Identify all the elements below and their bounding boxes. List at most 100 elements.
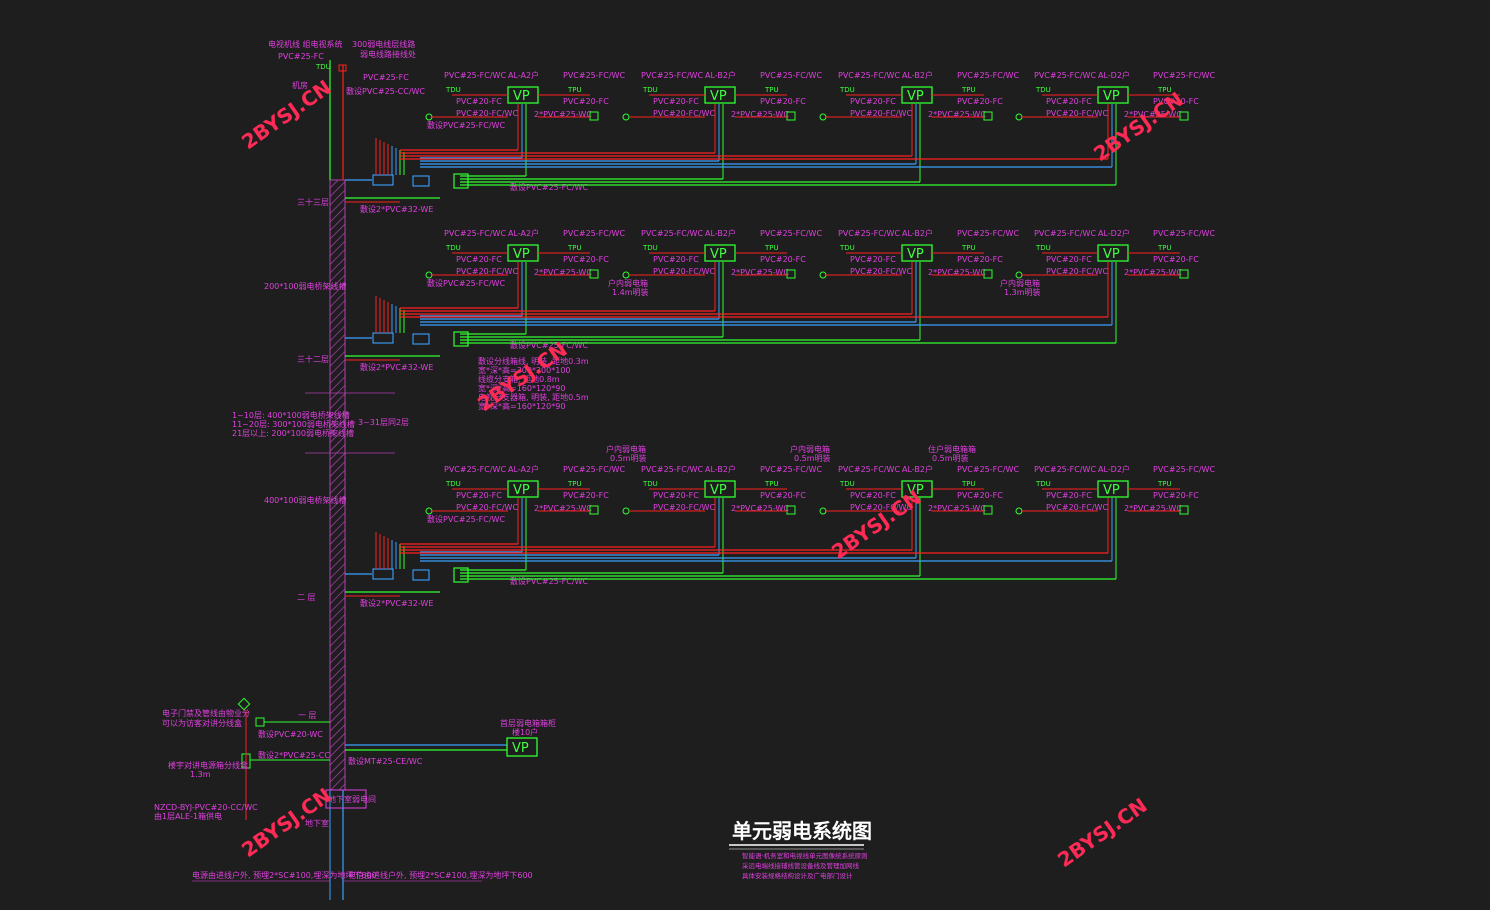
- unit-tp-right: TPU: [1157, 86, 1172, 94]
- vp-label: VP: [907, 247, 924, 262]
- tray-note-3: 21层以上: 200*100弱电桥架线槽: [232, 428, 354, 438]
- unit-pvc20-left: PVC#20-FC: [850, 97, 896, 106]
- unit-pvc20-right: PVC#20-FC: [760, 491, 806, 500]
- row3-note-c2: 0.5m明装: [932, 453, 969, 463]
- unit-tp-right: TPU: [764, 244, 779, 252]
- unit-pvc25wc: 2*PVC#25-WC: [928, 268, 986, 277]
- unit-id: AL-B2户: [902, 70, 933, 80]
- floor-1-vp-box: [506, 737, 538, 757]
- unit-tv-left: TDU: [1035, 480, 1051, 488]
- tv-outlet-icon: [425, 507, 433, 515]
- tv-outlet-icon: [622, 507, 630, 515]
- junction-box-data: [453, 173, 469, 189]
- unit-pvc25wc: 2*PVC#25-WC: [1124, 504, 1182, 513]
- unit-tv-left: TDU: [839, 480, 855, 488]
- unit-pvc25-right: PVC#25-FC/WC: [760, 465, 822, 474]
- door-diamond-box: [237, 697, 251, 711]
- tv-outlet-icon: [425, 271, 433, 279]
- unit-pvc25wc: 2*PVC#25-WC: [731, 504, 789, 513]
- tv-outlet-icon: [1015, 271, 1023, 279]
- unit-tp-right: TPU: [961, 244, 976, 252]
- unit-pvc25-left: PVC#25-FC/WC: [641, 229, 703, 238]
- unit-pvc25-right: PVC#25-FC/WC: [957, 465, 1019, 474]
- unit-pvc25-left: PVC#25-FC/WC: [444, 229, 506, 238]
- row3-note-a2: 0.5m明装: [610, 453, 647, 463]
- junction-box-data: [453, 331, 469, 347]
- unit-pvc20-right: PVC#20-FC: [957, 491, 1003, 500]
- tel-outlet-icon: [983, 111, 993, 121]
- vp-label: VP: [907, 483, 924, 498]
- floor-1-pvc25: 敷设2*PVC#25-CC: [258, 750, 330, 760]
- junction-box-tel: [372, 174, 394, 186]
- unit-pvc20-left: PVC#20-FC: [1046, 97, 1092, 106]
- unit-pvc25-left: PVC#25-FC/WC: [444, 465, 506, 474]
- row2-height-13: 1.3m明装: [1004, 287, 1041, 297]
- vp-label: VP: [1103, 89, 1120, 104]
- unit-id: AL-A2户: [508, 228, 539, 238]
- unit-tp-right: TPU: [567, 480, 582, 488]
- unit-id: AL-B2户: [705, 228, 736, 238]
- unit-pvc25-right: PVC#25-FC/WC: [563, 71, 625, 80]
- unit-pvc25-right: PVC#25-FC/WC: [1153, 229, 1215, 238]
- drawing-note-3: 具体安装规格结构设计及广电部门设计: [742, 871, 853, 880]
- unit-tv-left: TDU: [839, 86, 855, 94]
- row2-callout: 敷设分线箱线, 明装, 距地0.3m: [478, 356, 589, 366]
- junction-box-tv: [412, 569, 430, 581]
- unit-pvc20-right: PVC#20-FC: [563, 255, 609, 264]
- unit-pvc25-left: PVC#25-FC/WC: [641, 71, 703, 80]
- unit-pvc25-right: PVC#25-FC/WC: [760, 71, 822, 80]
- unit-pvc20-right: PVC#20-FC: [563, 491, 609, 500]
- unit-pvc20wc: PVC#20-FC/WC: [653, 503, 715, 512]
- riser-top-label-6: 弱电线路接线处: [360, 49, 416, 59]
- floor-1-vp-note-2: 楼10户: [512, 727, 538, 737]
- floor-label: 二 层: [297, 593, 316, 602]
- junction-box-tel: [372, 332, 394, 344]
- door-note: 楼宇对讲电源箱分线盒: [168, 760, 248, 770]
- tel-outlet-icon: [786, 269, 796, 279]
- tel-outlet-icon: [589, 111, 599, 121]
- unit-pvc20wc: PVC#20-FC/WC: [850, 267, 912, 276]
- unit-pvc25-right: PVC#25-FC/WC: [563, 465, 625, 474]
- tv-outlet-icon: [425, 113, 433, 121]
- floor-1-left-note-1: 电子门禁及管线由物业分: [162, 708, 250, 718]
- unit-pvc20-right: PVC#20-FC: [563, 97, 609, 106]
- unit-tv-left: TDU: [1035, 244, 1051, 252]
- middle-floors-label: 3~31层同2层: [358, 418, 409, 427]
- row3-note-b: 户内弱电箱: [790, 444, 830, 454]
- unit-pvc20-right: PVC#20-FC: [1153, 97, 1199, 106]
- unit-pvc25-right: PVC#25-FC/WC: [957, 229, 1019, 238]
- unit-pvc25-left: PVC#25-FC/WC: [838, 465, 900, 474]
- unit-id: AL-A2户: [508, 464, 539, 474]
- unit-pvc25-right: PVC#25-FC/WC: [760, 229, 822, 238]
- unit-pvc20wc: PVC#20-FC/WC: [653, 109, 715, 118]
- row3-note-a: 户内弱电箱: [606, 444, 646, 454]
- feeder-right-label: 敷设PVC#25-FC/WC: [510, 576, 588, 586]
- tv-outlet-icon: [622, 271, 630, 279]
- tv-outlet-icon: [622, 113, 630, 121]
- wire-note-2: 由1层ALE-1箱供电: [154, 811, 222, 821]
- tv-outlet-icon: [819, 113, 827, 121]
- unit-pvc20-left: PVC#20-FC: [456, 491, 502, 500]
- unit-id: AL-B2户: [902, 228, 933, 238]
- unit-pvc25-left: PVC#25-FC/WC: [641, 465, 703, 474]
- unit-pvc20-left: PVC#20-FC: [653, 97, 699, 106]
- unit-pvc20wc: PVC#20-FC/WC: [850, 109, 912, 118]
- tray-note-1: 1~10层: 400*100弱电桥架线槽: [232, 410, 350, 420]
- unit-pvc20-right: PVC#20-FC: [957, 255, 1003, 264]
- row3-note-c: 住户弱电箱箱: [928, 444, 976, 454]
- unit-id: AL-A2户: [508, 70, 539, 80]
- row2-height-14: 1.4m明装: [612, 287, 649, 297]
- unit-pvc20-right: PVC#20-FC: [760, 97, 806, 106]
- unit-tv-left: TDU: [839, 244, 855, 252]
- floor-label: 三十二层: [297, 354, 329, 364]
- unit-pvc25-left: PVC#25-FC/WC: [838, 71, 900, 80]
- unit-pvc25-left: PVC#25-FC/WC: [838, 229, 900, 238]
- unit-pvc20-left: PVC#20-FC: [850, 255, 896, 264]
- tel-outlet-icon: [786, 505, 796, 515]
- tv-outlet-icon: [819, 507, 827, 515]
- unit-tp-right: TPU: [961, 86, 976, 94]
- unit-pvc25wc: 2*PVC#25-WC: [1124, 268, 1182, 277]
- unit-pvc25wc: 2*PVC#25-WC: [534, 110, 592, 119]
- unit-tv-left: TDU: [445, 86, 461, 94]
